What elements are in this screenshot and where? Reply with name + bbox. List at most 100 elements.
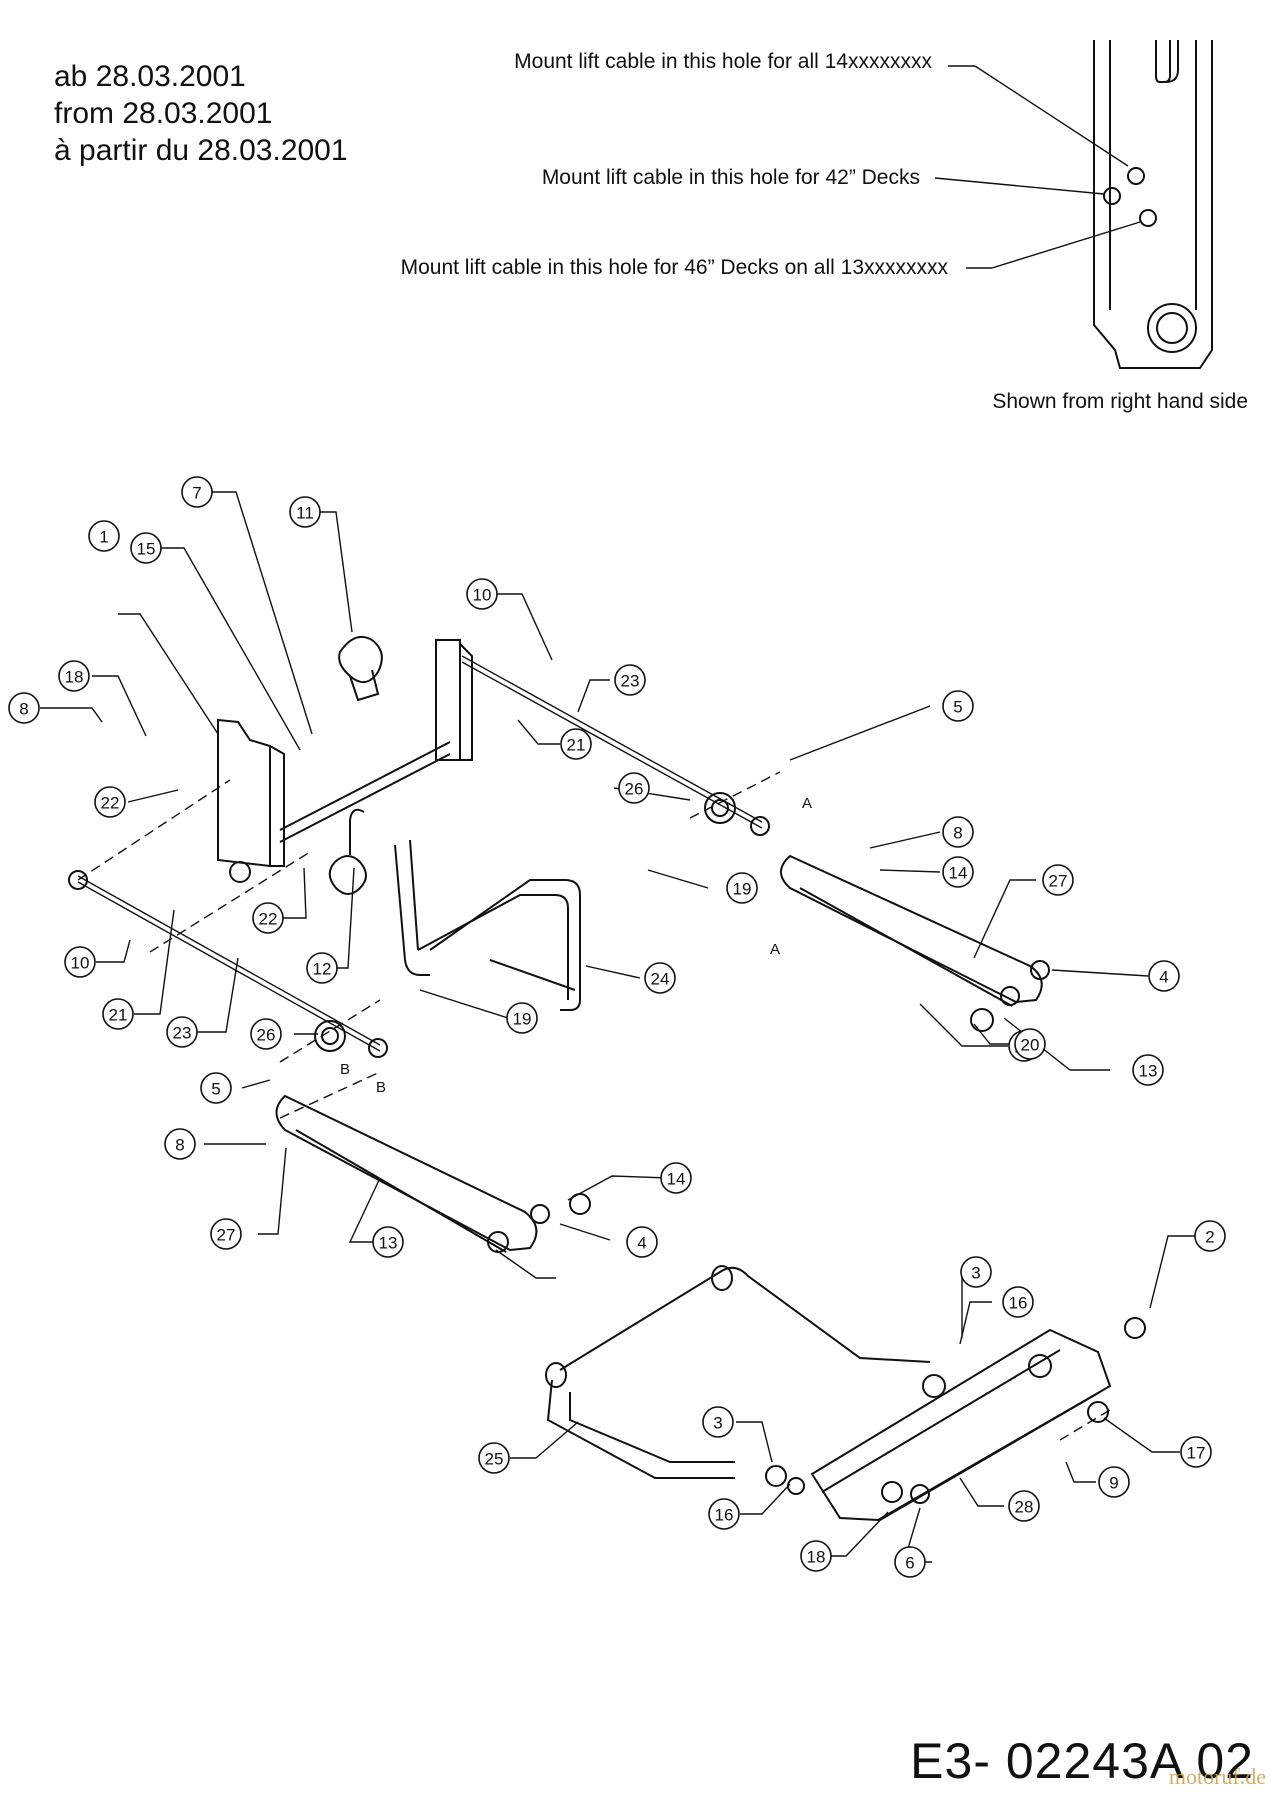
callout-number: 13 [1139, 1062, 1158, 1081]
callout-number: 27 [1049, 872, 1068, 891]
callout-bubble [64, 946, 96, 978]
callout-number: 19 [513, 1010, 532, 1029]
callout-bubble [660, 1162, 692, 1194]
callout-bubble [942, 816, 974, 848]
callout-27: 27 [210, 1218, 242, 1250]
callout-bubble [1180, 1436, 1212, 1468]
callout-number: 23 [621, 672, 640, 691]
callout-24: 24 [644, 962, 676, 994]
callout-bubble [306, 952, 338, 984]
callout-3: 3 [702, 1406, 734, 1438]
callout-22: 22 [252, 902, 284, 934]
callout-20: 20 [1014, 1028, 1046, 1060]
lift-shaft-assembly [217, 639, 581, 1011]
callout-number: 19 [733, 880, 752, 899]
callout-10: 10 [64, 946, 96, 978]
date-french: à partir du 28.03.2001 [54, 134, 348, 167]
point-label-a: A [802, 795, 812, 812]
callout-1: 1 [88, 520, 120, 552]
callout-bubble [130, 532, 162, 564]
callout-number: 8 [175, 1136, 184, 1155]
callout-bubble [88, 520, 120, 552]
callout-bubble [94, 786, 126, 818]
callout-number: 12 [313, 960, 332, 979]
callout-bubble [726, 872, 758, 904]
lift-link-right [780, 854, 1050, 1032]
callout-17: 17 [1180, 1436, 1212, 1468]
callout-22: 22 [94, 786, 126, 818]
callout-26: 26 [618, 772, 650, 804]
callout-2: 2 [1194, 1220, 1226, 1252]
callout-number: 9 [1109, 1474, 1118, 1493]
callout-number: 4 [1159, 968, 1168, 987]
callout-23: 23 [166, 1016, 198, 1048]
callout-number: 26 [257, 1026, 276, 1045]
drawing-code: E3- 02243A 02 [910, 1733, 1254, 1789]
callout-bubble [372, 1226, 404, 1258]
callout-14: 14 [942, 856, 974, 888]
callout-bubble [164, 1128, 196, 1160]
callout-8: 8 [942, 816, 974, 848]
callout-number: 17 [1187, 1444, 1206, 1463]
callout-16: 16 [1002, 1286, 1034, 1318]
callout-3: 3 [960, 1256, 992, 1288]
callout-number: 20 [1021, 1036, 1040, 1055]
callout-number: 22 [259, 910, 278, 929]
callout-bubble [960, 1256, 992, 1288]
callout-14: 14 [660, 1162, 692, 1194]
callout-number: 3 [971, 1264, 980, 1283]
callout-28: 28 [1008, 1490, 1040, 1522]
callout-bubble [1194, 1220, 1226, 1252]
callout-number: 1 [99, 528, 108, 547]
callout-number: 15 [137, 540, 156, 559]
callout-bubble [1132, 1054, 1164, 1086]
callout-bubble [478, 1442, 510, 1474]
spring-and-knob [328, 636, 383, 895]
callout-bubble [102, 998, 134, 1030]
callout-27: 27 [1042, 864, 1074, 896]
callout-bubble [1014, 1028, 1046, 1060]
callout-11: 11 [289, 496, 321, 528]
callout-bubble [702, 1406, 734, 1438]
callout-bubble [1002, 1286, 1034, 1318]
callout-bubble [626, 1226, 658, 1258]
inset-bracket-view [934, 40, 1213, 369]
callout-6: 6 [894, 1546, 926, 1578]
callout-bubble [618, 772, 650, 804]
front-hanger-rail [545, 1265, 1146, 1522]
callout-9: 9 [1098, 1466, 1130, 1498]
callout-number: 11 [296, 504, 314, 523]
leader-lines [40, 491, 1196, 1563]
callout-18: 18 [800, 1540, 832, 1572]
validity-dates: ab 28.03.2001 from 28.03.2001 à partir d… [54, 58, 348, 169]
callout-13: 13 [1132, 1054, 1164, 1086]
callout-bubble [614, 664, 646, 696]
callout-19: 19 [726, 872, 758, 904]
callout-bubble [1042, 864, 1074, 896]
callout-16: 16 [708, 1498, 740, 1530]
callout-number: 25 [485, 1450, 504, 1469]
callout-number: 14 [949, 864, 968, 883]
inset-view-caption: Shown from right hand side [992, 390, 1248, 413]
callout-25: 25 [478, 1442, 510, 1474]
point-label-a: A [770, 941, 780, 958]
callout-5: 5 [200, 1072, 232, 1104]
callout-number: 21 [109, 1006, 128, 1025]
callout-bubble [58, 660, 90, 692]
callout-18: 18 [58, 660, 90, 692]
callout-number: 22 [101, 794, 120, 813]
callout-number: 10 [71, 954, 90, 973]
callout-number: 5 [211, 1080, 220, 1099]
callout-number: 23 [173, 1024, 192, 1043]
callout-number: 3 [713, 1414, 722, 1433]
callout-bubble [942, 690, 974, 722]
assembly-lines [77, 771, 1111, 1441]
callout-bubble [1098, 1466, 1130, 1498]
callout-10: 10 [466, 578, 498, 610]
callout-12: 12 [306, 952, 338, 984]
callout-8: 8 [8, 692, 40, 724]
callout-bubble [466, 578, 498, 610]
callout-23: 23 [614, 664, 646, 696]
